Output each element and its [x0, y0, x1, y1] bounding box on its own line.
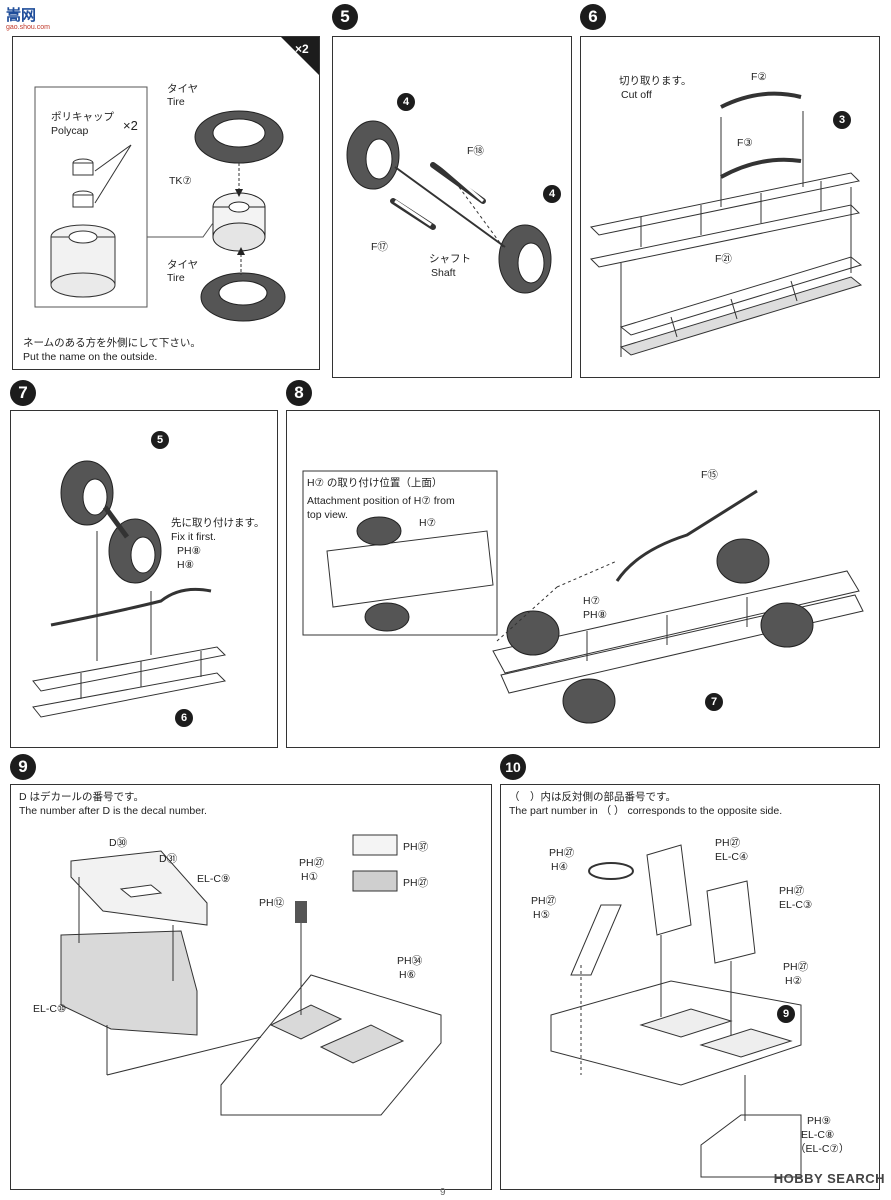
ph27a-label: PH㉗ [549, 847, 575, 859]
h4-label: H④ [551, 861, 568, 873]
f17-label: F⑰ [371, 241, 388, 253]
step-4-panel: ×2 タイヤ Tire ポリキャップ Polycap ×2 TK⑦ タイヤ Ti… [12, 36, 320, 370]
step-8-callout-7: 7 [705, 693, 723, 711]
cut-off-jp: 切り取ります。 [619, 75, 692, 87]
inset-title-en2: top view. [307, 509, 348, 521]
step-7-callout-5: 5 [151, 431, 169, 449]
tire2-label-jp: タイヤ [167, 259, 199, 271]
shaft-label-en: Shaft [431, 267, 456, 279]
step-5-number: 5 [332, 4, 358, 30]
h7-label: H⑦ [583, 595, 600, 607]
decal-note-en: The number after D is the decal number. [19, 805, 207, 817]
elc4-label: EL-C④ [715, 851, 749, 863]
tire-label-en: Tire [167, 96, 185, 108]
ph9-label: PH⑨ [807, 1115, 831, 1127]
badge-x2: ×2 [295, 42, 309, 56]
h8-label: H⑧ [177, 559, 194, 571]
f2-label: F② [751, 71, 767, 83]
tk7-label: TK⑦ [169, 175, 192, 187]
step-6-panel: 切り取ります。 Cut off F② F③ F㉑ 3 [580, 36, 880, 378]
h6-label: H⑥ [399, 969, 416, 981]
ph27c-label: PH㉗ [715, 837, 741, 849]
step-8-number: 8 [286, 380, 312, 406]
step-7-panel: 5 先に取り付けます。 Fix it first. PH⑧ H⑧ 6 [10, 410, 278, 748]
ph84-label: PH㉞ [397, 955, 423, 967]
swatch1-label: PH㊲ [403, 841, 429, 853]
tire-label-jp: タイヤ [167, 83, 199, 95]
step-6-callout-3: 3 [833, 111, 851, 129]
step-10-illustration [550, 844, 802, 1178]
step-8-panel: H⑦ の取り付け位置（上面） Attachment position of H⑦… [286, 410, 880, 748]
step-5-panel: 4 4 F⑱ F⑰ シャフト Shaft [332, 36, 572, 378]
polycap-label-jp: ポリキャップ [51, 111, 114, 123]
step-5-callout-4a: 4 [397, 93, 415, 111]
site-logo-url: gao.shou.com [6, 24, 50, 31]
f3-label: F③ [737, 137, 753, 149]
ph8-label: PH⑧ [177, 545, 201, 557]
opposite-note-en: The part number in （ ） corresponds to th… [509, 805, 783, 817]
polycap-label-en: Polycap [51, 125, 89, 137]
note-en: Put the name on the outside. [23, 351, 158, 363]
step-9-panel: D はデカールの番号です。 The number after D is the … [10, 784, 492, 1190]
f15-label: F⑮ [701, 469, 718, 481]
d30-label: D㉚ [109, 837, 128, 849]
shaft-label-jp: シャフト [429, 253, 471, 265]
ph27-label: PH㉗ [299, 857, 325, 869]
f18-label: F⑱ [467, 145, 484, 157]
inset-title-jp: H⑦ の取り付け位置（上面） [307, 477, 443, 489]
step-9-number: 9 [10, 754, 36, 780]
h2-label: H② [785, 975, 802, 987]
site-logo: 嵩网 [6, 7, 37, 24]
h1-label: H① [301, 871, 318, 883]
step-6-number: 6 [580, 4, 606, 30]
step-4-illustration [34, 37, 319, 322]
decal-note-jp: D はデカールの番号です。 [19, 791, 144, 803]
elc9-label: EL-C⑨ [197, 873, 231, 885]
step-7-callout-6: 6 [175, 709, 193, 727]
note-jp: ネームのある方を外側にして下さい。 [23, 337, 201, 349]
fix-first-jp: 先に取り付けます。 [171, 517, 265, 529]
fix-first-en: Fix it first. [171, 531, 216, 543]
ph8-label: PH⑧ [583, 609, 607, 621]
ph12-label: PH⑫ [259, 897, 285, 909]
ph27e-label: PH㉗ [783, 961, 809, 973]
step-8-illustration [302, 470, 864, 724]
inset-title-en1: Attachment position of H⑦ from [307, 495, 455, 507]
elc10-label: EL-C⑩ [33, 1003, 67, 1015]
elc8-label: EL-C⑧ [801, 1129, 835, 1141]
hobby-search-watermark: HOBBY SEARCH [773, 1171, 885, 1186]
step-7-illustration [32, 460, 227, 718]
tire2-label-en: Tire [167, 272, 185, 284]
step-9-illustration [60, 834, 442, 1116]
elc7-label: （EL-C⑦） [795, 1143, 850, 1155]
step-5-illustration [346, 120, 552, 294]
opposite-note-jp: （ ）内は反対側の部品番号です。 [509, 791, 676, 803]
step-5-callout-4b: 4 [543, 185, 561, 203]
ph27d-label: PH㉗ [779, 885, 805, 897]
elc3-label: EL-C③ [779, 899, 813, 911]
polycap-qty: ×2 [123, 118, 138, 133]
inset-h7: H⑦ [419, 517, 436, 529]
step-10-number: 10 [500, 754, 526, 780]
step-10-panel: （ ）内は反対側の部品番号です。 The part number in （ ） … [500, 784, 880, 1190]
step-7-number: 7 [10, 380, 36, 406]
ph27b-label: PH㉗ [531, 895, 557, 907]
step-6-illustration [589, 91, 863, 357]
swatch2-label: PH㉗ [403, 877, 429, 889]
d31-label: D㉛ [159, 853, 178, 865]
page-number: 9 [440, 1187, 446, 1198]
cut-off-en: Cut off [621, 89, 652, 101]
step-10-callout-9: 9 [777, 1005, 795, 1023]
f21-label: F㉑ [715, 253, 732, 265]
h5-label: H⑤ [533, 909, 550, 921]
